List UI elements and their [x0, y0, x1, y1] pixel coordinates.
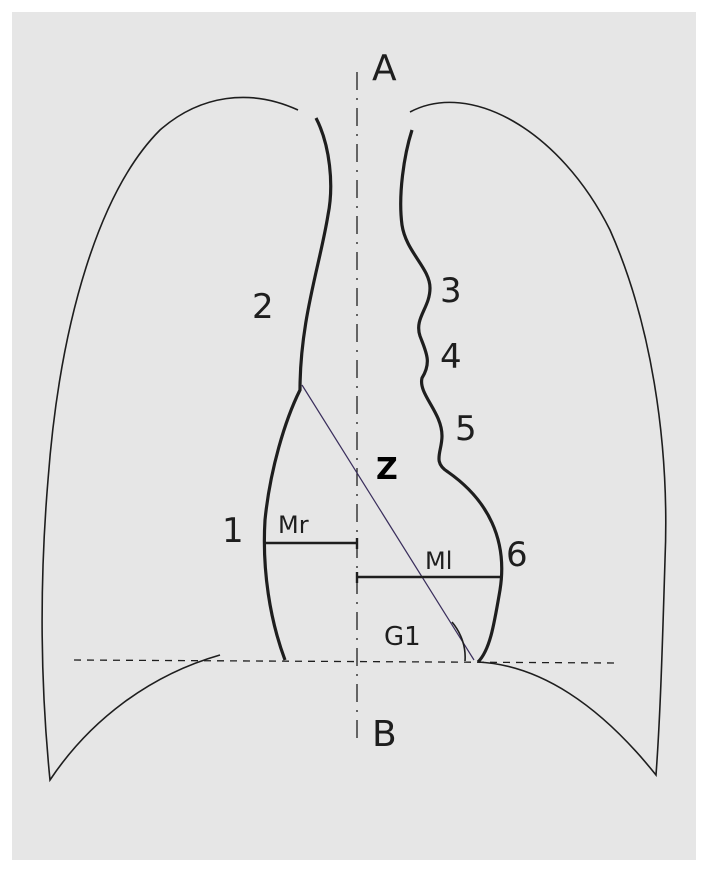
- axis-label-b: B: [372, 714, 397, 755]
- ml-label: Ml: [425, 547, 452, 575]
- contour-label-1: 1: [222, 511, 244, 551]
- angle-label: G1: [384, 622, 421, 652]
- right-lung-outline: [41, 96, 299, 783]
- contour-label-4: 4: [440, 337, 462, 377]
- contour-label-5: 5: [455, 409, 477, 449]
- contour-label-2: 2: [252, 287, 274, 327]
- contour-label-3: 3: [440, 271, 462, 311]
- contour-label-6: 6: [506, 535, 528, 575]
- paper-background: [12, 12, 696, 860]
- z-label: Z: [376, 452, 398, 487]
- axis-label-a: A: [372, 48, 397, 89]
- mr-label: Mr: [278, 511, 309, 539]
- long-axis-diagonal: [301, 384, 475, 661]
- angle-arc: [451, 621, 466, 662]
- right-heart-border: [262, 117, 333, 661]
- left-heart-border: [399, 129, 504, 664]
- left-lung-outline: [409, 101, 667, 778]
